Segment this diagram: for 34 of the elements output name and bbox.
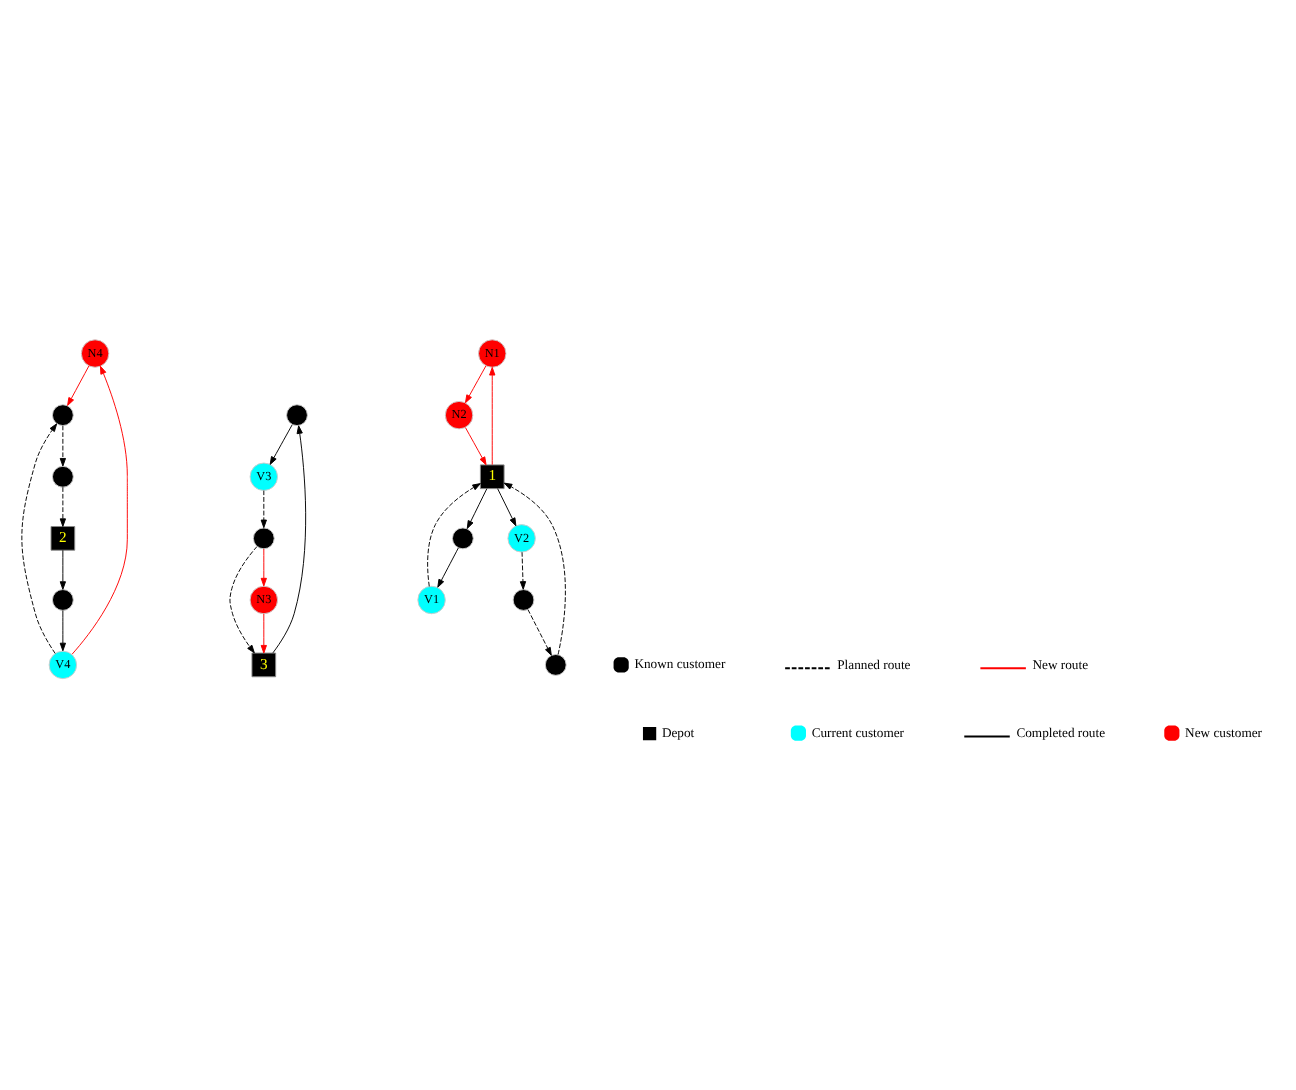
arrow [260, 613, 267, 654]
node-circle [51, 589, 74, 611]
node-box: 1 [479, 464, 505, 490]
arrow [466, 488, 488, 529]
arrow [497, 488, 517, 527]
arrow [59, 610, 66, 652]
node-circle [451, 527, 474, 550]
arrow [437, 547, 459, 588]
arrow [71, 365, 128, 655]
node-circle [286, 404, 308, 427]
arrow [489, 367, 496, 466]
arrow [59, 549, 66, 590]
arrow [503, 482, 566, 655]
node-box: 3 [251, 652, 277, 678]
node-box: 2 [50, 526, 76, 551]
node-circle [252, 527, 275, 550]
arrow [269, 424, 293, 465]
arrow [465, 427, 487, 466]
arrow [67, 365, 90, 406]
arrow [272, 425, 307, 654]
arrow [464, 365, 487, 404]
arrow [519, 551, 527, 590]
arrow [59, 486, 66, 527]
arrow [21, 423, 58, 654]
node-circle [512, 589, 535, 611]
arrow [527, 609, 552, 656]
arrow [229, 546, 258, 654]
node-circle [51, 404, 74, 427]
node-circle [544, 654, 567, 676]
arrow [427, 483, 481, 587]
node-circle [51, 465, 74, 488]
arrow [59, 425, 66, 467]
arrow [260, 548, 267, 587]
arrow [260, 490, 267, 529]
